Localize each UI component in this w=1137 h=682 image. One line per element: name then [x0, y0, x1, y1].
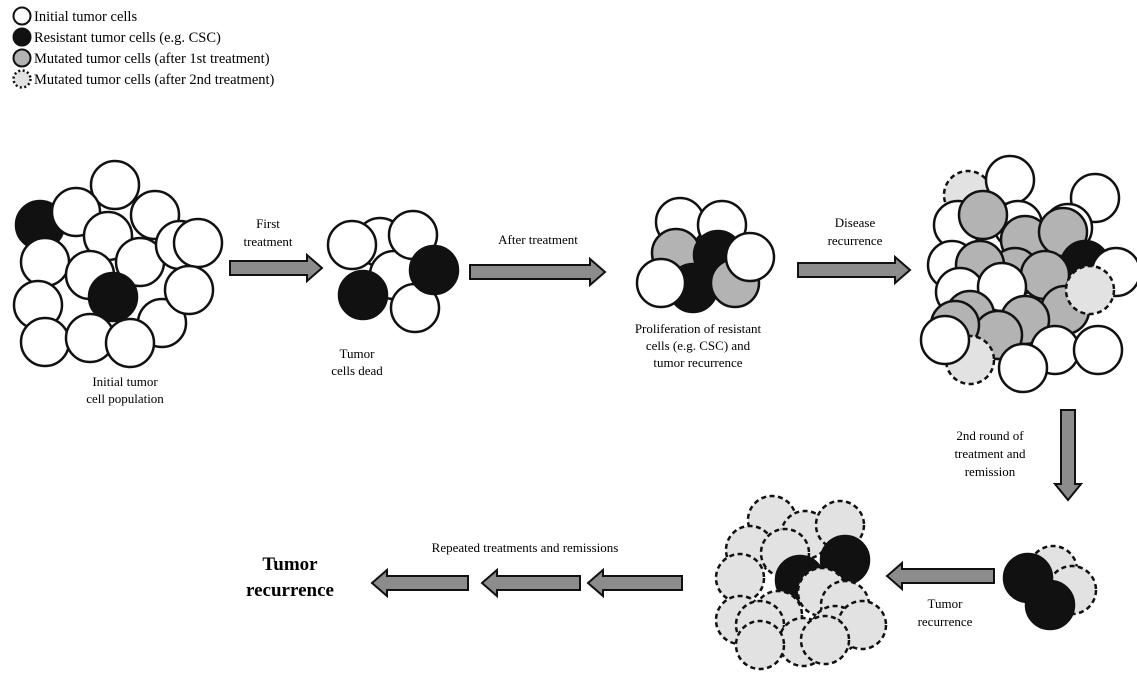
resistant-cell	[87, 271, 139, 323]
arrow-repeated-2	[480, 567, 581, 599]
initial-cell	[19, 316, 71, 368]
cluster-small	[1002, 544, 1098, 631]
process-arrows	[229, 252, 1084, 599]
arrow-tumor-recurrence	[885, 560, 995, 592]
cluster-recur	[919, 154, 1137, 394]
cluster-initial	[12, 159, 224, 369]
cluster-big	[714, 494, 888, 671]
mutated-2nd-cell	[734, 619, 786, 671]
resistant-cell	[1024, 579, 1076, 631]
cluster-dead	[326, 209, 460, 334]
initial-cell	[19, 236, 71, 288]
label-repeated-treatments: Repeated treatments and remissions	[432, 540, 619, 555]
mutated-2nd-cell	[1064, 264, 1116, 316]
label-after-treatment: After treatment	[498, 232, 578, 247]
initial-cell	[919, 314, 971, 366]
legend-swatch-mutated2	[12, 69, 32, 89]
cluster-prolif	[635, 196, 776, 314]
initial-cell	[172, 217, 224, 269]
resistant-cell	[408, 244, 460, 296]
initial-cell	[997, 342, 1049, 394]
arrow-repeated-1	[586, 567, 683, 599]
legend-label-mutated2: Mutated tumor cells (after 2nd treatment…	[34, 72, 275, 88]
mutated-1st-cell	[957, 189, 1009, 241]
initial-cell	[635, 257, 687, 309]
arrow-repeated-3	[370, 567, 469, 599]
initial-cell	[724, 231, 776, 283]
initial-cell	[104, 317, 156, 369]
resistant-cell	[337, 269, 389, 321]
arrow-first-treatment	[229, 252, 324, 284]
initial-cell	[89, 159, 141, 211]
legend-swatch-resistant	[12, 27, 32, 47]
mutated-2nd-cell	[799, 614, 851, 666]
legend-label-initial: Initial tumor cells	[34, 9, 137, 25]
initial-cell	[326, 219, 378, 271]
arrow-second-round	[1052, 409, 1084, 502]
cell-clusters	[12, 154, 1137, 671]
arrow-disease-recurrence	[797, 254, 912, 286]
initial-cell	[1072, 324, 1124, 376]
initial-cell	[163, 264, 215, 316]
legend-label-resistant: Resistant tumor cells (e.g. CSC)	[34, 30, 221, 46]
arrow-after-treatment	[469, 256, 607, 288]
legend-swatch-mutated1	[12, 48, 32, 68]
legend-label-mutated1: Mutated tumor cells (after 1st treatment…	[34, 51, 270, 67]
legend-swatch-initial	[12, 6, 32, 26]
